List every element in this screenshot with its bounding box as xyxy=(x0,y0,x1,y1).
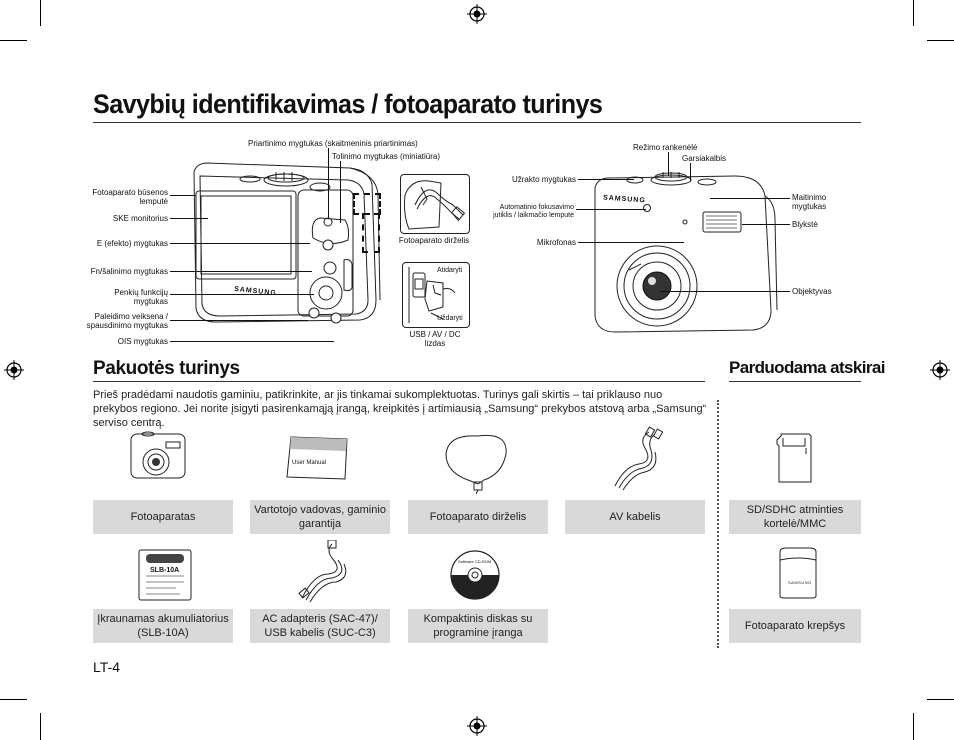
user-manual-icon xyxy=(286,436,348,480)
battery-label: SLB-10A xyxy=(150,567,180,574)
camera-case-icon xyxy=(779,547,817,599)
leader-line xyxy=(668,152,669,176)
caption-battery: Įkraunamas akumuliatorius (SLB-10A) xyxy=(93,609,233,643)
label-zoom-digital: Priartinimo mygtukas (skaitmeninis priar… xyxy=(248,139,418,148)
label-speaker: Garsiakalbis xyxy=(682,154,727,163)
label-playback-button: Paleidimo veiksena / spausdinimo mygtuka… xyxy=(86,312,168,330)
label-ois-button: OIS mygtukas xyxy=(117,337,168,346)
page-number: LT-4 xyxy=(93,659,120,675)
package-rule xyxy=(93,381,705,382)
usb-inset-box xyxy=(402,262,470,328)
label-status-lamp: Fotoaparato būsenos lemputė xyxy=(92,188,168,206)
caption-user-manual: Vartotojo vadovas, gaminio garantija xyxy=(250,500,390,534)
caption-strap: Fotoaparato dirželis xyxy=(408,500,548,534)
crop-mark xyxy=(0,40,27,41)
leader-line xyxy=(170,271,312,272)
crop-mark xyxy=(0,699,27,700)
label-lcd: SKE monitorius xyxy=(112,214,168,223)
registration-mark-icon xyxy=(467,716,487,736)
label-flash: Blykstė xyxy=(792,220,818,229)
caption-sd-card: SD/SDHC atminties kortelė/MMC xyxy=(729,500,861,534)
crop-mark xyxy=(927,699,954,700)
separate-heading: Parduodama atskirai xyxy=(729,358,885,377)
crop-mark xyxy=(913,0,914,26)
registration-mark-icon xyxy=(467,4,487,24)
section-divider xyxy=(717,400,719,648)
caption-av-cable: AV kabelis xyxy=(565,500,705,534)
leader-line xyxy=(170,218,208,219)
caption-case: Fotoaparato krepšys xyxy=(729,609,861,643)
package-heading: Pakuotės turinys xyxy=(93,358,240,379)
leader-line xyxy=(578,242,684,243)
cd-label: Software CD-ROM xyxy=(458,559,492,564)
battery-icon xyxy=(138,549,192,601)
av-cable-icon xyxy=(614,426,664,491)
strap-attach-illustration xyxy=(404,180,466,230)
label-strap-inset: Fotoaparato dirželis xyxy=(398,236,470,245)
label-zoom-thumbnail: Tolinimo mygtukas (miniatiūra) xyxy=(332,152,441,161)
label-five-function-button: Penkių funkcijų mygtukas xyxy=(114,288,168,306)
usb-port-illustration xyxy=(408,267,456,323)
leader-line xyxy=(170,294,314,295)
label-usb-port: USB / AV / DC lizdas xyxy=(409,330,461,348)
package-paragraph: Prieš pradėdami naudotis gaminiu, patikr… xyxy=(93,389,707,429)
label-shutter-button: Užrakto mygtukas xyxy=(511,175,576,184)
leader-line xyxy=(660,291,790,292)
registration-mark-icon xyxy=(4,360,24,380)
caption-cd: Kompaktinis diskas su programine įranga xyxy=(408,609,548,643)
leader-line xyxy=(340,161,341,223)
crop-mark xyxy=(40,0,41,26)
leader-line xyxy=(170,243,310,244)
label-close: Uždaryti xyxy=(437,315,463,322)
crop-mark xyxy=(927,40,954,41)
label-lens: Objektyvas xyxy=(792,287,832,296)
label-af-lamp: Automatinio fokusavimo jutiklis / laikma… xyxy=(493,204,574,219)
crop-mark xyxy=(913,713,914,740)
camera-item-icon xyxy=(130,431,186,479)
label-effect-button: E (efekto) mygtukas xyxy=(96,239,168,248)
label-microphone: Mikrofonas xyxy=(536,238,576,247)
camera-front-illustration xyxy=(594,172,778,333)
leader-line xyxy=(576,209,646,210)
leader-line xyxy=(170,195,196,196)
separate-rule xyxy=(729,381,861,382)
page-title: Savybių identifikavimas / fotoaparato tu… xyxy=(93,89,603,119)
leader-line xyxy=(710,198,790,199)
ac-adapter-cable-icon xyxy=(298,540,347,602)
label-open: Atidaryti xyxy=(437,267,463,274)
caption-ac-adapter: AC adapteris (SAC-47)/ USB kabelis (SUC-… xyxy=(250,609,390,643)
title-rule xyxy=(93,122,861,123)
manual-cover-text: User Manual xyxy=(292,460,327,466)
label-mode-dial: Režimo rankenėlė xyxy=(633,143,698,152)
leader-line xyxy=(742,224,790,225)
cd-rom-icon xyxy=(450,550,500,600)
caption-camera: Fotoaparatas xyxy=(93,500,233,534)
strap-item-icon xyxy=(445,434,507,495)
label-power-button: Maitinimo mygtukas xyxy=(792,193,827,211)
leader-line xyxy=(578,179,634,180)
strap-mount-highlight xyxy=(353,193,381,215)
leader-line xyxy=(690,163,691,181)
leader-line xyxy=(170,320,308,321)
strap-inset-box xyxy=(400,174,470,234)
sd-card-icon xyxy=(776,433,812,483)
registration-mark-icon xyxy=(930,360,950,380)
leader-line xyxy=(170,341,334,342)
case-brand: SAMSUNG xyxy=(788,580,812,585)
label-fn-button: Fn/šalinimo mygtukas xyxy=(90,267,168,276)
leader-line xyxy=(328,148,329,218)
crop-mark xyxy=(40,713,41,740)
usb-port-highlight xyxy=(362,213,380,253)
